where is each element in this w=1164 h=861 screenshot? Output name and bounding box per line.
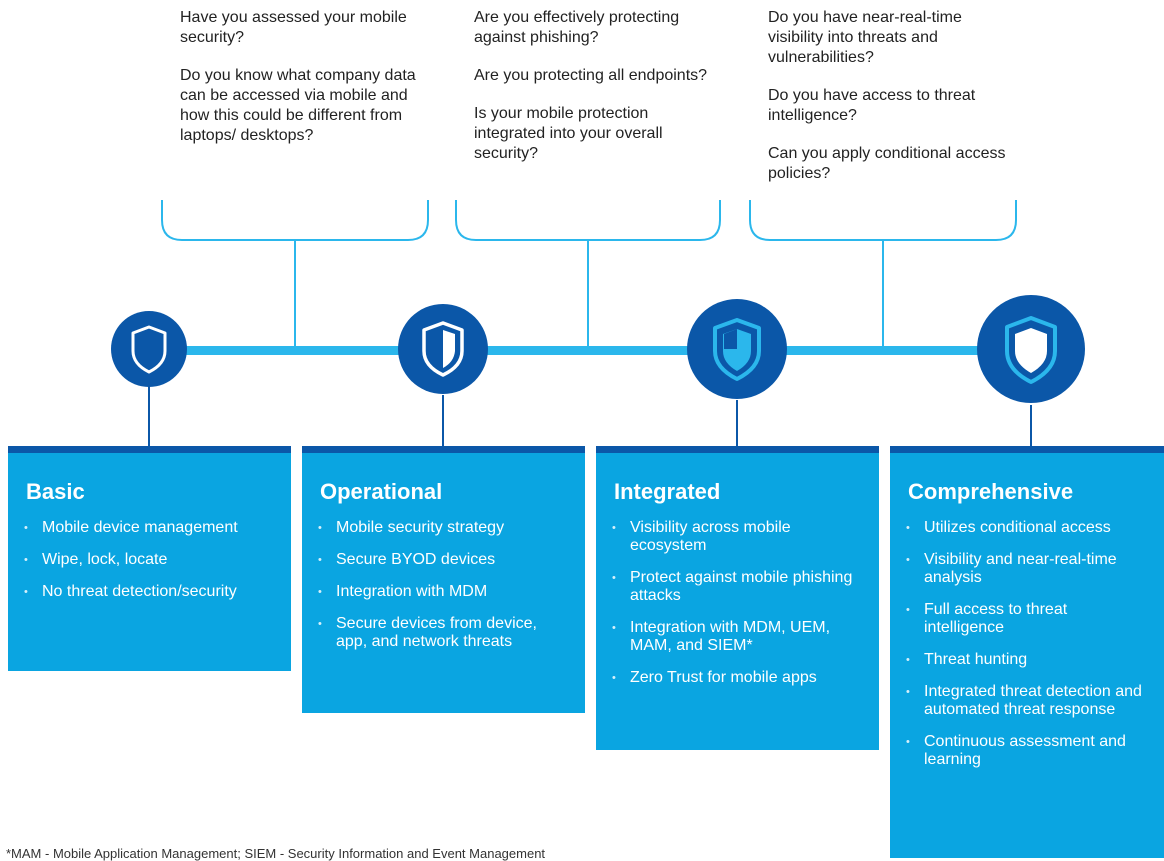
list-item: Full access to threat intelligence [906,601,1148,637]
list-item: Visibility and near-real-time analysis [906,551,1148,587]
list-item: Threat hunting [906,651,1148,669]
timeline-bar [149,346,1034,355]
stage-basic: Basic Mobile device management Wipe, loc… [8,446,291,671]
list-item: Integration with MDM [318,583,569,601]
question-group-3: Do you have near-real-time visibility in… [768,8,1018,202]
list-item: Zero Trust for mobile apps [612,669,863,687]
question-group-2: Are you effectively protecting against p… [474,8,714,182]
shield-half-icon [398,304,488,394]
bracket-3 [749,200,1017,241]
list-item: Secure devices from device, app, and net… [318,615,569,651]
stage-list: Mobile device management Wipe, lock, loc… [24,519,275,601]
list-item: Mobile security strategy [318,519,569,537]
stage-title: Comprehensive [908,479,1074,504]
shield-full-icon [977,295,1085,403]
stage-title: Integrated [614,479,721,504]
question-group-1: Have you assessed your mobile security? … [180,8,420,164]
timeline-diagram [111,200,1085,447]
question-text: Do you know what company data can be acc… [180,67,416,144]
question-text: Do you have near-real-time visibility in… [768,9,962,66]
question-text: Have you assessed your mobile security? [180,9,407,46]
list-item: Wipe, lock, locate [24,551,275,569]
list-item: Utilizes conditional access [906,519,1148,537]
question-text: Can you apply conditional access policie… [768,145,1006,182]
shield-three-quarter-icon [687,299,787,399]
question-text: Are you effectively protecting against p… [474,9,680,46]
stage-integrated: Integrated Visibility across mobile ecos… [596,446,879,750]
footnote: *MAM - Mobile Application Management; SI… [6,846,546,861]
list-item: Integration with MDM, UEM, MAM, and SIEM… [612,619,863,655]
bracket-1 [161,200,429,241]
bracket-2 [455,200,721,241]
stage-operational: Operational Mobile security strategy Sec… [302,446,585,713]
list-item: Visibility across mobile ecosystem [612,519,863,555]
stage-list: Mobile security strategy Secure BYOD dev… [318,519,569,651]
list-item: Mobile device management [24,519,275,537]
stage-title: Basic [26,479,85,504]
stage-list: Visibility across mobile ecosystem Prote… [612,519,863,687]
stage-comprehensive: Comprehensive Utilizes conditional acces… [890,446,1164,858]
list-item: Protect against mobile phishing attacks [612,569,863,605]
question-text: Do you have access to threat intelligenc… [768,87,976,124]
list-item: No threat detection/security [24,583,275,601]
list-item: Integrated threat detection and automate… [906,683,1148,719]
stage-list: Utilizes conditional access Visibility a… [906,519,1148,769]
question-text: Is your mobile protection integrated int… [474,105,663,162]
list-item: Continuous assessment and learning [906,733,1148,769]
question-text: Are you protecting all endpoints? [474,67,708,84]
shield-outline-icon [111,311,187,387]
stage-title: Operational [320,479,443,504]
list-item: Secure BYOD devices [318,551,569,569]
